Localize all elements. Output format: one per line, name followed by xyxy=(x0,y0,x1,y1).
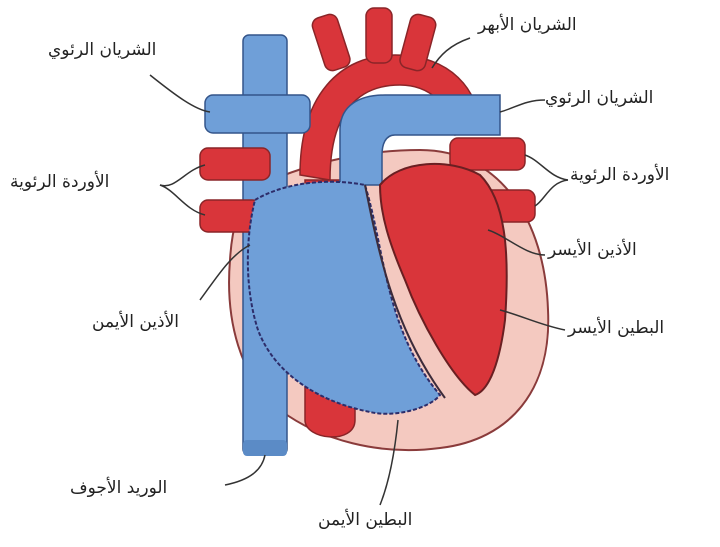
label-right-ventricle: البطين الأيمن xyxy=(318,510,412,530)
label-pulmonary-artery-left: الشريان الرئوي xyxy=(48,40,156,60)
label-left-atrium: الأذين الأيسر xyxy=(548,240,637,260)
label-pulmonary-artery-right: الشريان الرئوي xyxy=(545,88,653,108)
label-aorta: الشريان الأبهر xyxy=(478,15,577,35)
label-right-atrium: الأذين الأيمن xyxy=(92,312,179,332)
label-pulmonary-veins-left: الأوردة الرئوية xyxy=(10,172,109,192)
label-pulmonary-veins-right: الأوردة الرئوية xyxy=(570,165,669,185)
label-left-ventricle: البطين الأيسر xyxy=(568,318,664,338)
label-vena-cava: الوريد الأجوف xyxy=(70,478,167,498)
